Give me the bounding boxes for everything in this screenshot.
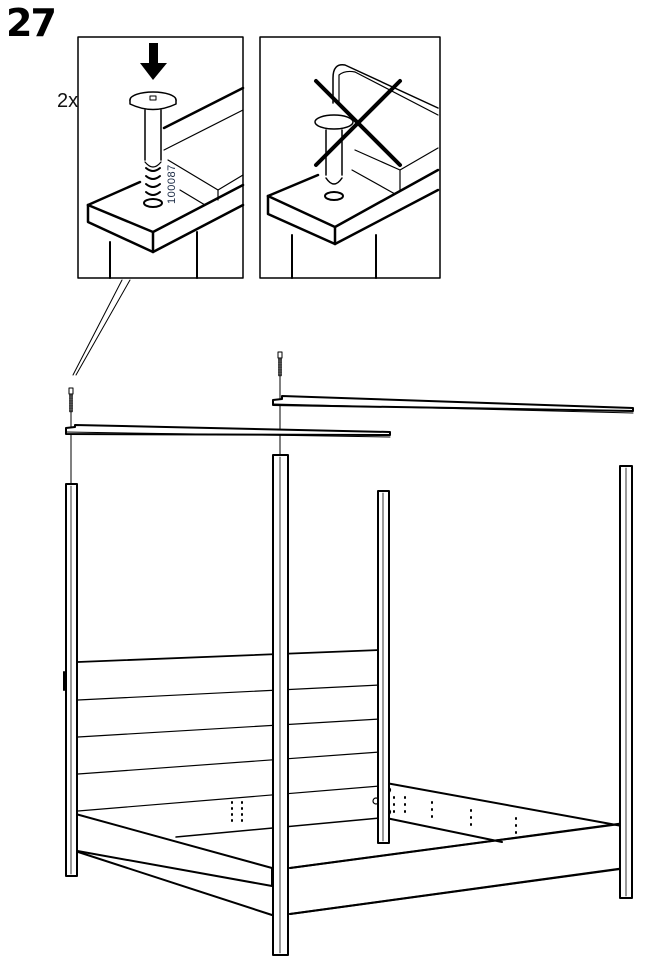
quantity-label: 2x: [57, 90, 79, 112]
detail-panel-correct: [77, 36, 245, 279]
step-number: 27: [6, 1, 57, 45]
screw-icon: [129, 91, 177, 208]
rail-right: [272, 395, 634, 414]
post-front-right: [619, 465, 633, 899]
down-arrow-icon: [140, 43, 167, 80]
screw-left: [68, 387, 74, 413]
screw-right: [277, 351, 283, 377]
bed-frame: [71, 782, 626, 916]
rail-left: [65, 424, 391, 438]
post-front-left: [272, 454, 289, 956]
post-back-left: [63, 483, 78, 877]
cross-icon: [314, 79, 402, 167]
detail-panel-incorrect: [259, 36, 441, 279]
part-code: 100087: [166, 164, 178, 204]
headboard: [77, 649, 381, 823]
post-back-right: [377, 490, 390, 844]
